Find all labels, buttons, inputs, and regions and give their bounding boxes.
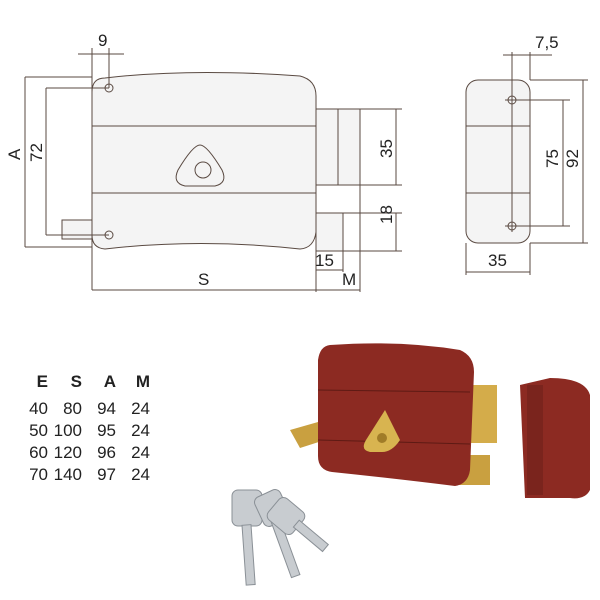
dim-s: S (198, 270, 209, 289)
lower-bolt (315, 212, 344, 252)
col-m: M (135, 372, 150, 391)
cell: 120 (53, 443, 82, 462)
col-s: S (70, 372, 82, 391)
col-e: E (36, 372, 48, 391)
dimension-table: E S A M 40 80 94 24 50 100 95 24 60 120 96 24 70 1… (22, 372, 150, 486)
lock-body (318, 343, 474, 486)
col-a: A (103, 372, 116, 391)
table-row: 40 80 94 24 (22, 398, 150, 420)
dim-35-bolt: 35 (377, 139, 396, 158)
lock-cylinder (363, 410, 400, 452)
dim-35-depth: 35 (488, 251, 507, 270)
cell: 70 (29, 465, 48, 484)
table-row: 50 100 95 24 (22, 420, 150, 442)
dim-15: 15 (315, 251, 334, 270)
cell: 140 (53, 465, 82, 484)
cell: 100 (53, 421, 82, 440)
dim-92: 92 (563, 149, 582, 168)
dim-9: 9 (98, 31, 107, 50)
dim-m: M (342, 270, 356, 289)
dim-75: 75 (543, 149, 562, 168)
left-latch (61, 219, 93, 240)
lock-left-latch (290, 420, 325, 448)
dim-18: 18 (377, 205, 396, 224)
cell: 24 (131, 465, 150, 484)
table-row: 70 140 97 24 (22, 464, 150, 486)
cell: 97 (97, 465, 116, 484)
cell: 24 (131, 421, 150, 440)
table-row: 60 120 96 24 (22, 442, 150, 464)
table-header-row: E S A M (22, 372, 150, 398)
cell: 40 (29, 399, 48, 418)
cell: 24 (131, 399, 150, 418)
cell: 94 (97, 399, 116, 418)
lock-photo (290, 343, 590, 499)
keyhole-escutcheon (175, 144, 225, 187)
keys-photo (231, 489, 330, 586)
cell: 95 (97, 421, 116, 440)
cell: 80 (63, 399, 82, 418)
cell: 60 (29, 443, 48, 462)
cell: 50 (29, 421, 48, 440)
dim-72: 72 (27, 143, 46, 162)
cell: 96 (97, 443, 116, 462)
cell: 24 (131, 443, 150, 462)
dim-a: A (5, 148, 24, 160)
lock-side-body (465, 79, 531, 244)
dim-7-5: 7,5 (535, 33, 559, 52)
